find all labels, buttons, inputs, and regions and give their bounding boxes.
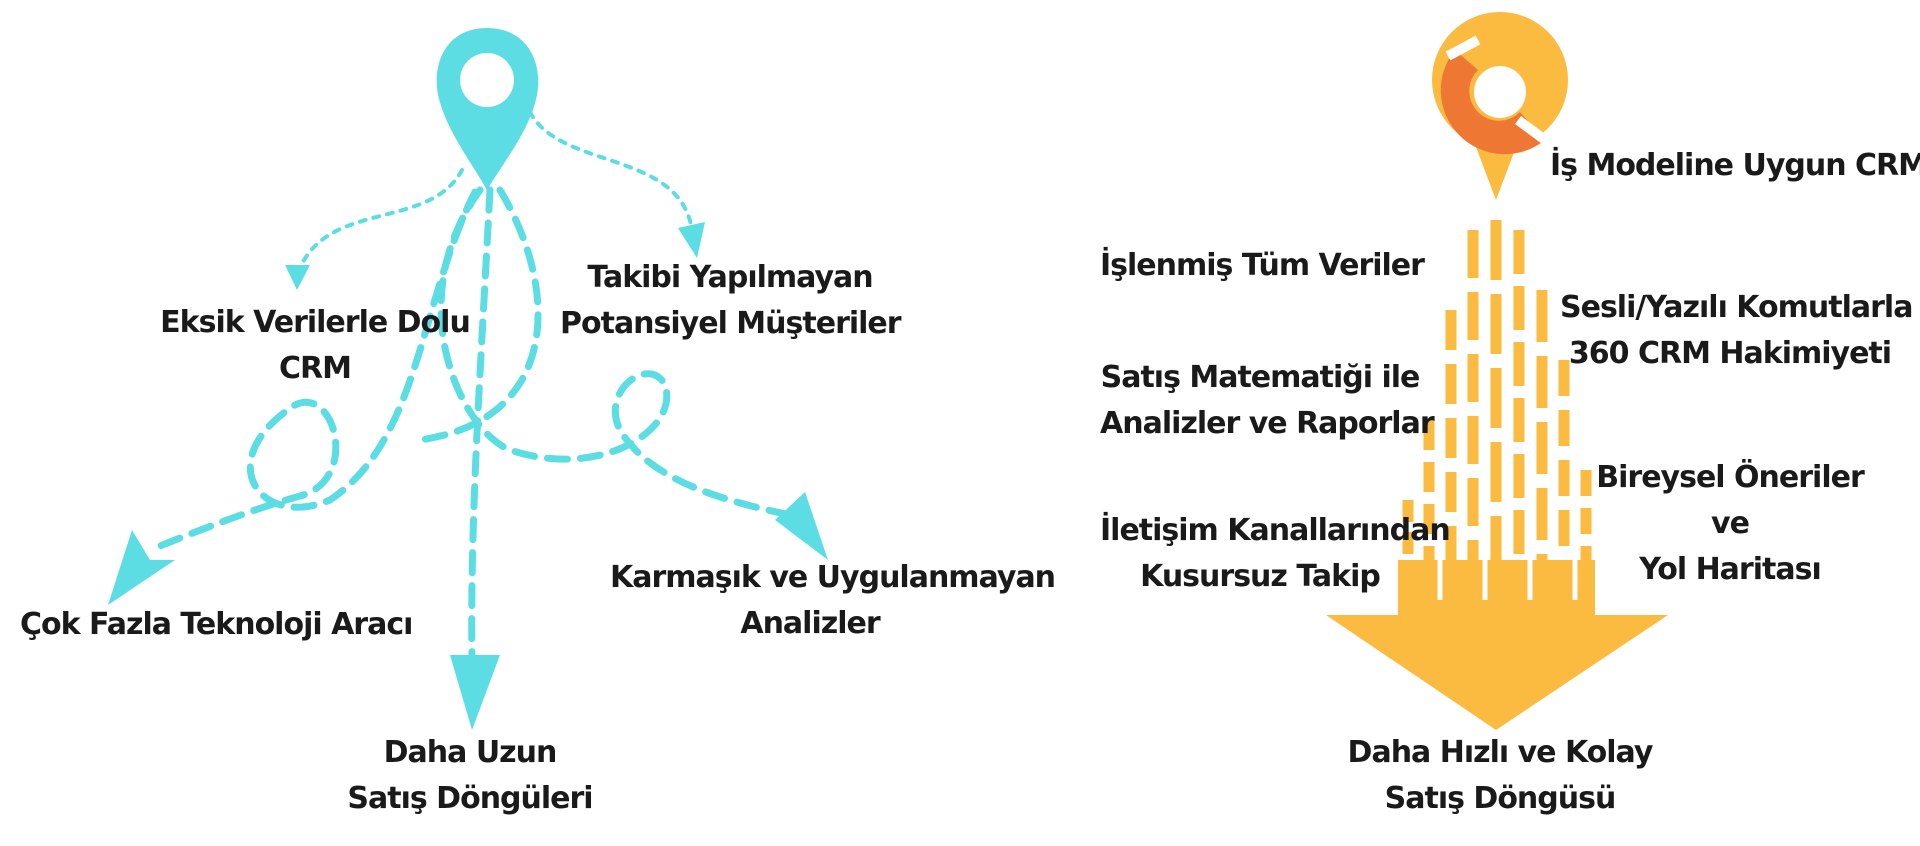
label-line: Kusursuz Takip bbox=[1140, 559, 1381, 594]
label-takibi-yapilmayan: Takibi Yapılmayan Potansiyel Müşteriler bbox=[560, 255, 902, 347]
dotted-path-to-eksik bbox=[298, 168, 464, 270]
label-line: Daha Hızlı ve Kolay bbox=[1347, 735, 1654, 770]
label-eksik-verilerle-dolu-crm: Eksik Verilerle Dolu CRM bbox=[150, 300, 480, 392]
arrowhead-karmasik bbox=[775, 492, 828, 560]
label-line: İşlenmiş Tüm Veriler bbox=[1100, 248, 1425, 283]
dotted-path-to-takibi bbox=[528, 110, 694, 232]
label-line: Satış Matematiği ile bbox=[1100, 360, 1421, 395]
label-islenmis-tum-veriler: İşlenmiş Tüm Veriler bbox=[1100, 243, 1425, 289]
label-is-modeline-uygun-crm: İş Modeline Uygun CRM bbox=[1550, 143, 1920, 189]
label-line: CRM bbox=[279, 351, 352, 386]
map-pin-icon bbox=[436, 28, 539, 190]
label-line: Yol Haritası bbox=[1639, 552, 1821, 587]
arrowhead-daha-uzun bbox=[450, 655, 500, 730]
label-cok-fazla-teknoloji-araci: Çok Fazla Teknoloji Aracı bbox=[20, 602, 413, 648]
label-satis-matematigi: Satış Matematiği ile Analizler ve Raporl… bbox=[1100, 355, 1435, 447]
arrowhead-eksik bbox=[285, 265, 310, 290]
arrowhead-takibi bbox=[678, 222, 705, 258]
label-bireysel-oneriler: Bireysel Öneriler ve Yol Haritası bbox=[1580, 455, 1880, 593]
label-sesli-yazili-komutlarla: Sesli/Yazılı Komutlarla 360 CRM Hakimiye… bbox=[1560, 285, 1913, 377]
arrowhead-cok-fazla bbox=[108, 530, 175, 605]
dashed-path-right-arc bbox=[416, 186, 542, 444]
label-line: Eksik Verilerle Dolu bbox=[160, 305, 471, 340]
label-line: Analizler ve Raporlar bbox=[1100, 406, 1435, 441]
label-line: İş Modeline Uygun CRM bbox=[1550, 148, 1920, 183]
label-line: Satış Döngüsü bbox=[1384, 781, 1617, 816]
label-line: Sesli/Yazılı Komutlarla bbox=[1560, 290, 1913, 325]
label-line: Karmaşık ve Uygulanmayan bbox=[610, 560, 1056, 595]
label-line: Potansiyel Müşteriler bbox=[560, 306, 902, 341]
label-line: Bireysel Öneriler bbox=[1596, 460, 1865, 495]
label-line: 360 CRM Hakimiyeti bbox=[1568, 336, 1892, 371]
dashed-path-to-cok-fazla bbox=[146, 188, 479, 554]
label-daha-uzun-satis-donguleri: Daha Uzun Satış Döngüleri bbox=[330, 730, 610, 822]
crm-logo-pin-icon bbox=[1432, 12, 1568, 200]
dashed-path-to-daha-uzun bbox=[468, 186, 494, 664]
label-line: ve bbox=[1711, 506, 1750, 541]
label-line: İletişim Kanallarından bbox=[1100, 513, 1451, 548]
label-line: Daha Uzun bbox=[383, 735, 558, 770]
dashed-path-loop-center bbox=[437, 186, 794, 519]
label-line: Satış Döngüleri bbox=[347, 781, 593, 816]
label-daha-hizli-ve-kolay: Daha Hızlı ve Kolay Satış Döngüsü bbox=[1340, 730, 1660, 822]
label-line: Takibi Yapılmayan bbox=[587, 260, 873, 295]
label-iletisim-kanallarindan: İletişim Kanallarından Kusursuz Takip bbox=[1100, 508, 1451, 600]
big-down-arrow bbox=[1326, 590, 1668, 730]
label-karmasik-ve-uygulanmayan: Karmaşık ve Uygulanmayan Analizler bbox=[610, 555, 1056, 647]
label-line: Analizler bbox=[740, 606, 880, 641]
label-line: Çok Fazla Teknoloji Aracı bbox=[20, 607, 413, 642]
